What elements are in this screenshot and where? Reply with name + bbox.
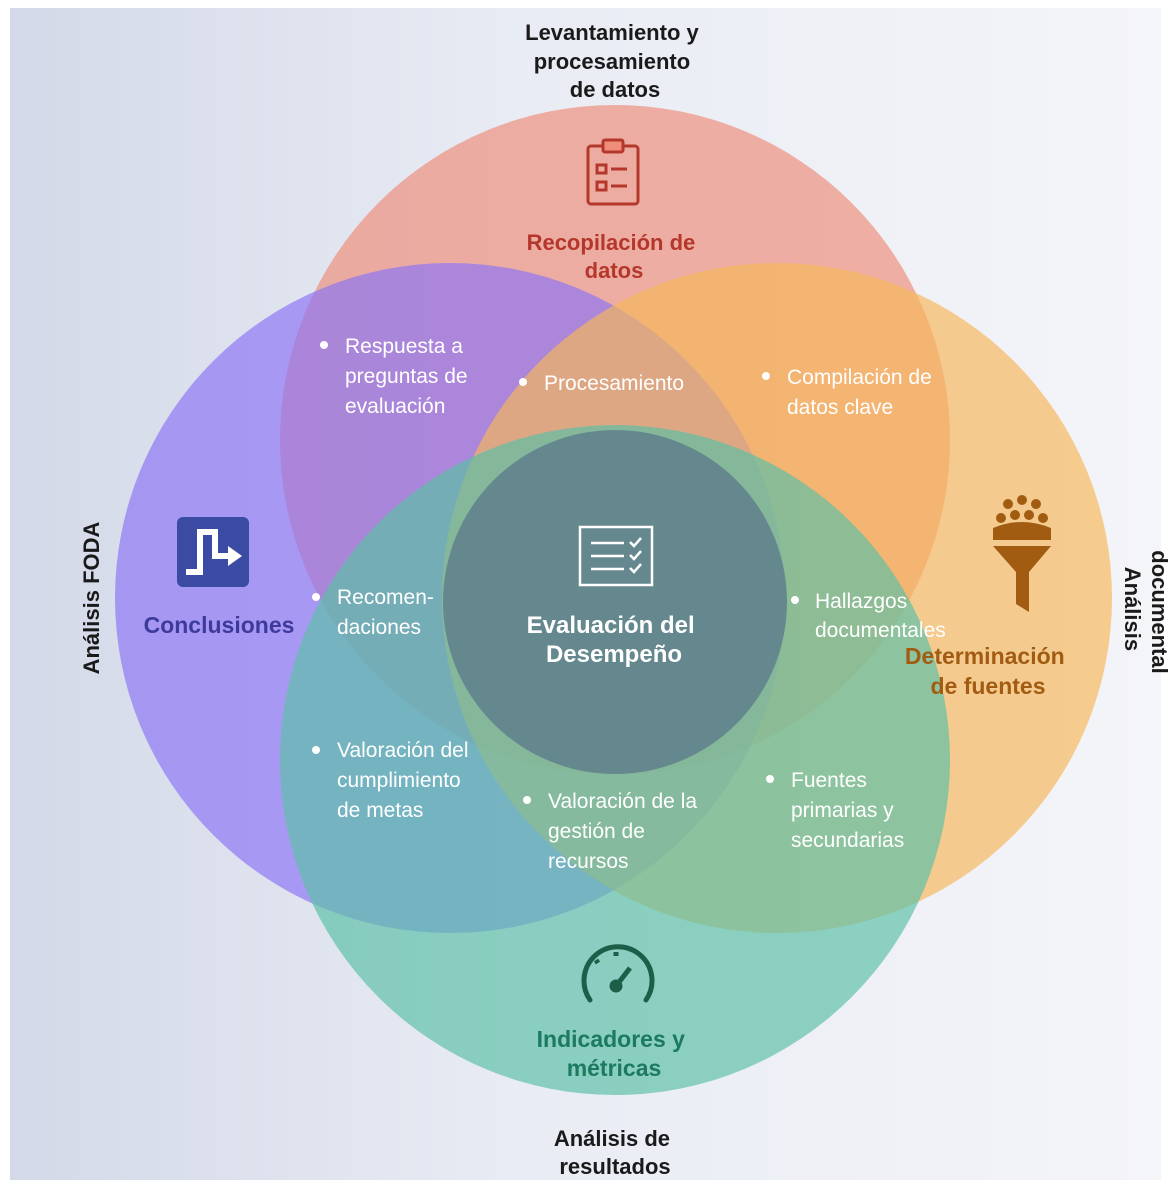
- bullet-procesamiento: Procesamiento: [519, 372, 684, 395]
- bullet-recomendaciones: Recomen- daciones: [312, 586, 440, 639]
- checklist-icon: [578, 525, 654, 587]
- bullet-text: Procesamiento: [544, 372, 684, 395]
- bullet-valoracion-recursos: Valoración de la gestión de recursos: [523, 790, 703, 873]
- bullet-compilacion: Compilación de datos clave: [762, 366, 938, 419]
- title-determinacion: Determinación de fuentes: [905, 643, 1071, 699]
- bullet-respuesta: Respuesta a preguntas de evaluación: [320, 335, 473, 418]
- outer-label-left: Análisis FODA: [79, 521, 104, 674]
- title-recopilacion: Recopilación de datos: [527, 230, 702, 283]
- flow-arrow-icon: [177, 517, 249, 587]
- bullet-dot: [320, 341, 328, 349]
- circle-center: [443, 430, 787, 774]
- bullet-text: Fuentes primarias y secundarias: [791, 769, 904, 852]
- title-conclusiones: Conclusiones: [144, 612, 295, 638]
- clipboard-icon: [586, 138, 640, 206]
- speedometer-icon: [581, 944, 655, 1003]
- bullet-dot: [791, 596, 799, 604]
- bullet-text: Hallazgos documentales: [815, 590, 946, 642]
- bullet-hallazgos: Hallazgos documentales: [791, 590, 946, 642]
- outer-label-right: Análisis documental: [1120, 550, 1171, 673]
- bullet-dot: [312, 746, 320, 754]
- title-indicadores: Indicadores y métricas: [537, 1026, 692, 1081]
- bullet-text: Respuesta a preguntas de evaluación: [345, 335, 473, 418]
- outer-label-bottom: Análisis de resultados: [554, 1126, 676, 1179]
- venn-circles: [115, 105, 1112, 1095]
- bullet-dot: [312, 593, 320, 601]
- bullet-text: Valoración de la gestión de recursos: [548, 790, 703, 873]
- bullet-dot: [762, 372, 770, 380]
- bullet-dot: [766, 775, 774, 783]
- bullet-text: Recomen- daciones: [337, 586, 440, 639]
- bullet-dot: [519, 378, 527, 386]
- bullet-valoracion-metas: Valoración del cumplimiento de metas: [312, 739, 474, 822]
- center-title: Evaluación del Desempeño: [527, 612, 702, 668]
- bullet-text: Valoración del cumplimiento de metas: [337, 739, 474, 822]
- outer-label-top: Levantamiento y procesamiento de datos: [525, 20, 705, 102]
- bullet-fuentes: Fuentes primarias y secundarias: [766, 769, 904, 852]
- bullet-dot: [523, 796, 531, 804]
- people-funnel-icon: [993, 495, 1051, 612]
- bullet-text: Compilación de datos clave: [787, 366, 938, 419]
